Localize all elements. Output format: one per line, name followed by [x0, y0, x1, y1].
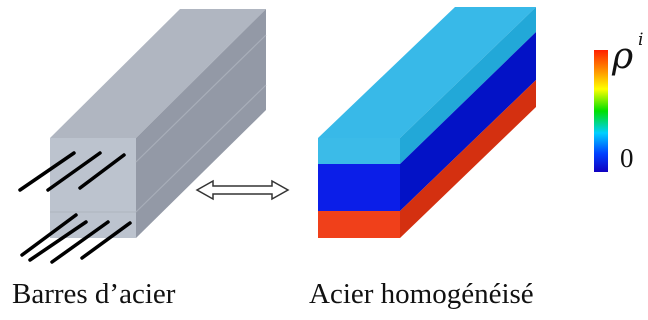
left-block-layer-line — [135, 34, 267, 163]
right-block-top-face — [318, 7, 536, 138]
steel-bar — [28, 220, 88, 262]
steel-bar — [46, 151, 102, 192]
right-homogenized-block — [318, 7, 536, 238]
steel-bar — [80, 221, 132, 260]
left-caption: Barres d’acier — [12, 278, 176, 310]
legend-superscript: i — [638, 30, 644, 50]
right-caption: Acier homogénéisé — [309, 278, 534, 310]
left-block-layer-line — [135, 84, 267, 213]
equivalence-double-arrow — [195, 179, 290, 201]
left-block-top-face — [50, 9, 266, 138]
legend-color-bar — [594, 50, 608, 172]
steel-bar — [20, 213, 78, 257]
right-front-bottom-layer — [318, 211, 400, 238]
steel-bars — [18, 151, 132, 264]
legend-symbol: ρ — [612, 36, 634, 77]
right-side-middle-layer — [400, 32, 536, 211]
steel-bar — [50, 220, 110, 264]
right-front-top-layer — [318, 138, 400, 164]
steel-bar — [18, 151, 76, 192]
left-concrete-block — [50, 9, 267, 238]
legend-min-label: 0 — [620, 143, 634, 173]
right-side-bottom-layer — [400, 80, 536, 238]
right-side-top-layer — [400, 7, 536, 164]
right-front-middle-layer — [318, 164, 400, 211]
steel-bar — [78, 153, 126, 190]
